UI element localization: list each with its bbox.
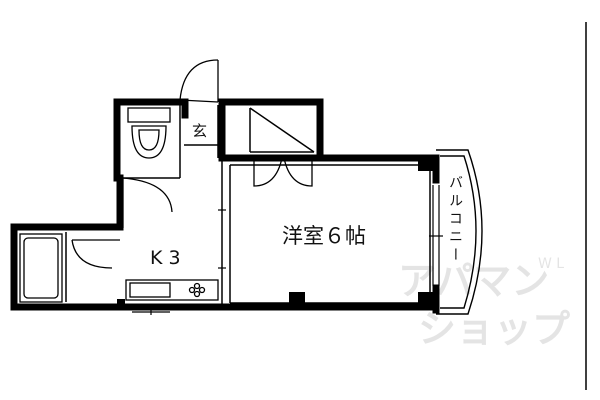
- entrance-label: 玄: [192, 122, 207, 140]
- watermark-mark: W L: [538, 256, 564, 272]
- toilet-door: [122, 177, 173, 228]
- walls: [10, 98, 440, 314]
- kitchen-window: [132, 306, 170, 315]
- kitchen-counter: [125, 279, 219, 301]
- toilet-fixture: [127, 107, 171, 159]
- interior-walls: [65, 105, 431, 307]
- sliding-door-marks: [218, 209, 226, 269]
- entrance-door: [179, 59, 219, 103]
- balcony-label: バルコニー: [447, 175, 463, 265]
- closet-doors: [253, 157, 313, 187]
- bathtub: [19, 233, 63, 303]
- kitchen-label: K 3: [150, 247, 181, 269]
- balcony-window: [429, 185, 443, 286]
- balcony-outline: [436, 149, 483, 315]
- western-room-label: 洋室６帖: [282, 224, 366, 248]
- columns: [117, 155, 434, 308]
- bath-door: [71, 239, 120, 269]
